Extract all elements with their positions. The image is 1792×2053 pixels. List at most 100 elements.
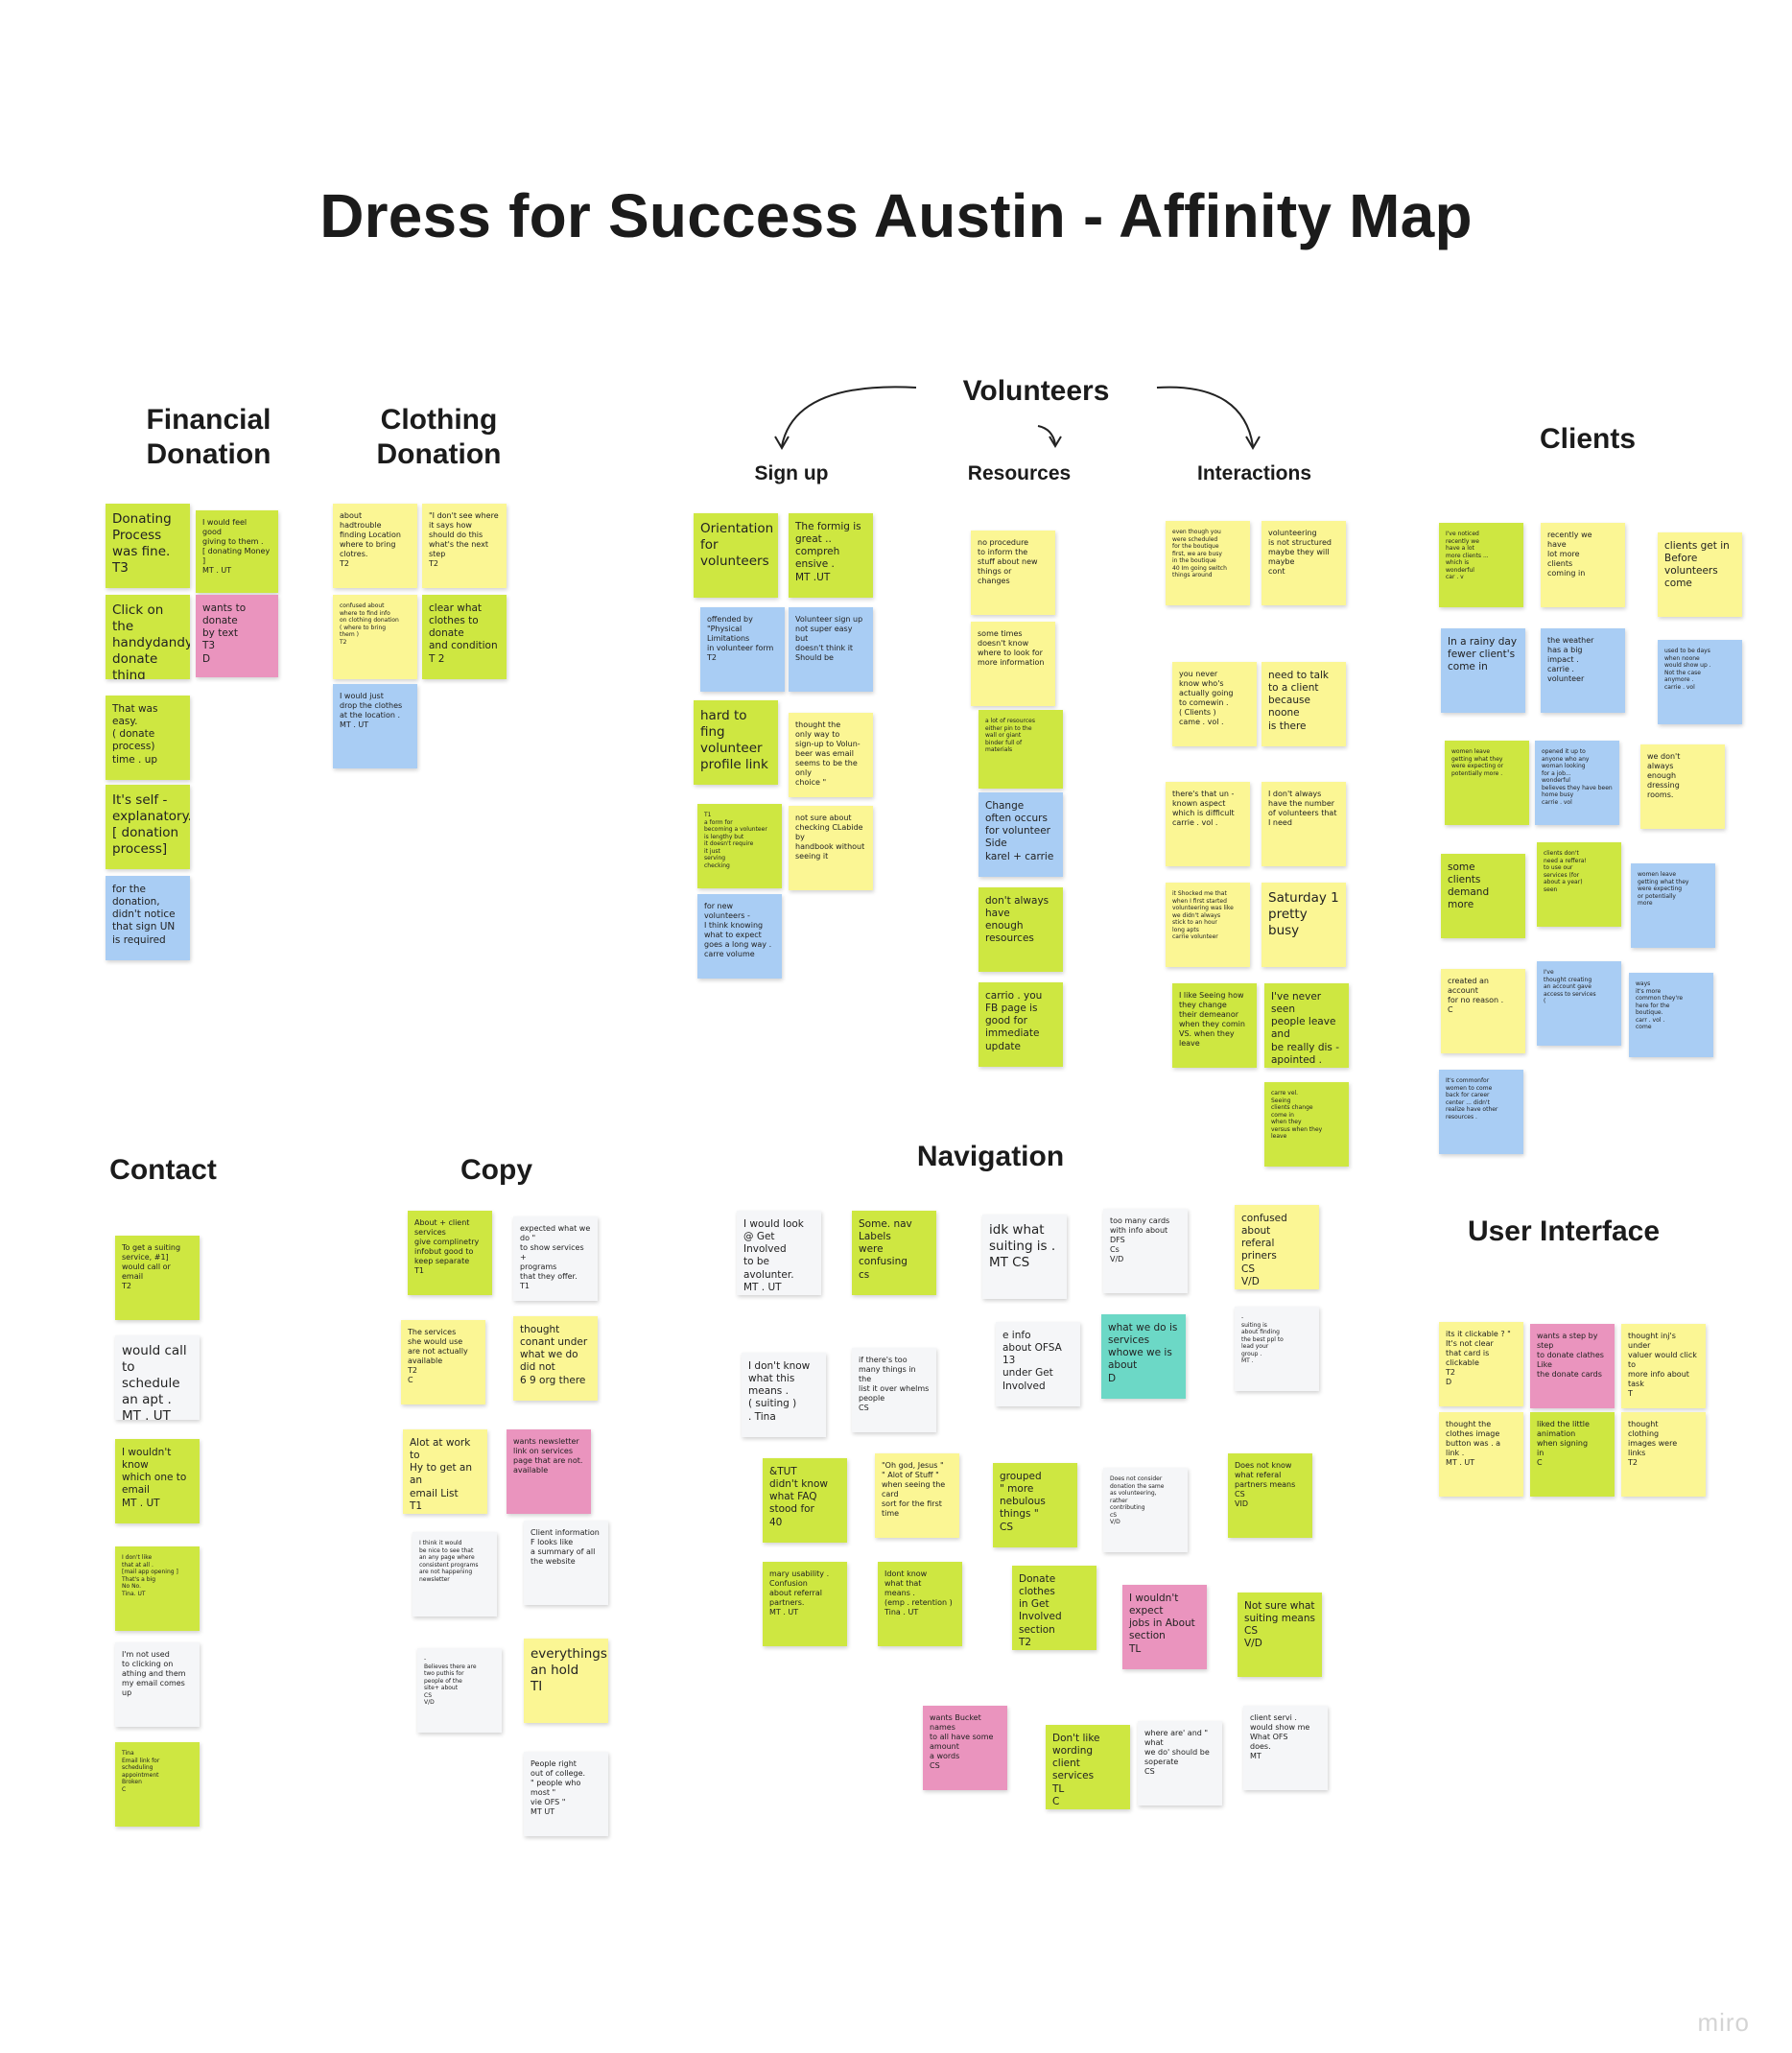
sticky-note[interactable]: volunteering is not structured maybe the… [1261,521,1346,605]
sticky-note[interactable]: for new volunteers - I think knowing wha… [697,894,782,979]
sticky-note[interactable]: thought clothing images were links T2 [1621,1412,1706,1497]
sticky-note[interactable]: I would feel good giving to them . [ don… [196,510,278,593]
sticky-note[interactable]: thought conant under what we do did not … [513,1316,598,1401]
sticky-note[interactable]: carrio . you FB page is good for immedia… [979,982,1063,1067]
sticky-note[interactable]: - suiting is about finding the best ppl … [1235,1307,1319,1391]
sticky-note[interactable]: I've thought creating an account gave ac… [1537,961,1621,1046]
sticky-note[interactable]: a lot of resources either pin to the wal… [979,710,1063,789]
sticky-note[interactable]: everythings an hold TI [524,1639,608,1723]
sticky-note[interactable]: About + client services give complinetry… [408,1211,492,1295]
sticky-note[interactable]: Does not know what referal partners mean… [1228,1453,1312,1538]
sticky-note[interactable]: Not sure what suiting means CS V/D [1238,1593,1322,1677]
sticky-note[interactable]: "Oh god, Jesus " " Alot of Stuff " when … [875,1453,959,1538]
sticky-note[interactable]: need to talk to a client because noone i… [1261,662,1346,746]
sticky-note[interactable]: some times doesn't know where to look fo… [971,622,1055,706]
sticky-note[interactable]: there's that un - known aspect which is … [1166,782,1250,866]
sticky-note[interactable]: the weather has a big impact . carrie . … [1541,628,1625,713]
sticky-note[interactable]: I would just drop the clothes at the loc… [333,684,417,768]
sticky-note[interactable]: It's self - explanatory. [ donation proc… [106,785,190,869]
sticky-note[interactable]: I think it would be nice to see that an … [413,1532,497,1616]
sticky-note[interactable]: It's commonfor women to come back for ca… [1439,1070,1523,1154]
sticky-note[interactable]: wants a step by step to donate clathes L… [1530,1324,1615,1408]
sticky-note[interactable]: Click on the handydandy donate thing tin… [106,595,190,679]
sticky-note[interactable]: about hadtrouble finding Location where … [333,504,417,588]
sticky-note[interactable]: To get a suiting service, #1] would call… [115,1236,200,1320]
sticky-note[interactable]: recently we have lot more clients coming… [1541,523,1625,607]
sticky-note[interactable]: - Believes there are two puthis for peop… [417,1648,502,1733]
sticky-note[interactable]: Volunteer sign up not super easy but doe… [789,607,873,692]
sticky-note[interactable]: I've never seen people leave and be real… [1264,983,1349,1068]
sticky-note[interactable]: Orientation for volunteers [694,513,778,598]
sticky-note[interactable]: women leave getting what they were expec… [1445,741,1529,825]
sticky-note[interactable]: Alot at work to Hy to get an an email Li… [403,1429,487,1514]
sticky-note[interactable]: wants to donate by text T3 D [196,595,278,677]
sticky-note[interactable]: women leave getting what they were expec… [1631,863,1715,948]
sticky-note[interactable]: Tina Email link for scheduling appointme… [115,1742,200,1827]
sticky-note[interactable]: not sure about checking CLabide by handb… [789,806,873,890]
sticky-note[interactable]: used to be days when noone would show up… [1658,640,1742,724]
sticky-note[interactable]: some clients demand more [1441,854,1525,938]
sticky-note[interactable]: I would look @ Get Involved to be avolun… [737,1211,821,1295]
sticky-note[interactable]: if there's too many things in the list i… [852,1348,936,1432]
sticky-note[interactable]: ways it's more common they're here for t… [1629,973,1713,1057]
sticky-note[interactable]: Does not consider donation the same as v… [1103,1468,1188,1552]
sticky-note[interactable]: The formig is great .. compreh ensive . … [789,513,873,598]
sticky-note[interactable]: would call to schedule an apt . MT . UT [115,1335,200,1420]
sticky-note[interactable]: Some. nav Labels were confusing cs [852,1211,936,1295]
sticky-note[interactable]: it Shocked me that when I first started … [1166,883,1250,967]
sticky-note[interactable]: where are' and " what we do' should be s… [1138,1721,1222,1805]
sticky-note[interactable]: Client information F looks like a summar… [524,1521,608,1605]
sticky-note[interactable]: idk what suiting is . MT CS [982,1215,1067,1299]
sticky-note[interactable]: Don't like wording client services TL C [1046,1725,1130,1809]
sticky-note[interactable]: Donating Process was fine. T3 [106,504,190,588]
sticky-note[interactable]: That was easy. ( donate process) time . … [106,696,190,780]
sticky-note[interactable]: grouped " more nebulous things " CS [993,1463,1077,1547]
sticky-note[interactable]: opened it up to anyone who any woman loo… [1535,741,1619,825]
sticky-note[interactable]: wants newsletter link on services page t… [507,1429,591,1514]
sticky-note[interactable]: confused about referal priners CS V/D [1235,1205,1319,1289]
sticky-note[interactable]: I'm not used to clicking on athing and t… [115,1642,200,1727]
sticky-note[interactable]: don't always have enough resources [979,887,1063,972]
sticky-note[interactable]: I don't know what this means . ( suiting… [742,1353,826,1437]
sticky-note[interactable]: Idont know what that means . (emp . rete… [878,1562,962,1646]
sticky-note[interactable]: The services she would use are not actua… [401,1320,485,1404]
sticky-note[interactable]: Saturday 1 pretty busy [1261,883,1346,967]
sticky-note[interactable]: clients don't need a reffera! to use our… [1537,842,1621,927]
sticky-note[interactable]: mary usability . Confusion about referra… [763,1562,847,1646]
sticky-note[interactable]: I don't always have the number of volunt… [1261,782,1346,866]
sticky-note[interactable]: I wouldn't know which one to email MT . … [115,1439,200,1523]
sticky-note[interactable]: &TUT didn't know what FAQ stood for 40 [763,1458,847,1543]
sticky-note[interactable]: no procedure to inform the stuff about n… [971,531,1055,615]
sticky-note[interactable]: In a rainy day fewer client's come in [1441,628,1525,713]
sticky-note[interactable]: even though you were scheduled for the b… [1166,521,1250,605]
sticky-note[interactable]: Change often occurs for volunteer Side k… [979,792,1063,877]
sticky-note[interactable]: confused about where to find info on clo… [333,595,417,679]
sticky-note[interactable]: what we do is services whowe we is about… [1101,1314,1186,1399]
sticky-note[interactable]: thought inj's under valuer would click t… [1621,1324,1706,1408]
sticky-note[interactable]: thought the clothes image button was . a… [1439,1412,1523,1497]
sticky-note[interactable]: thought the only way to sign-up to Volun… [789,713,873,797]
sticky-note[interactable]: expected what we do " to show services +… [513,1216,598,1301]
sticky-note[interactable]: T1 a form for becoming a volunteer is le… [697,804,782,888]
sticky-note[interactable]: I don't like that at all . [mail app ope… [115,1546,200,1631]
sticky-note[interactable]: created an account for no reason . C [1441,969,1525,1053]
sticky-note[interactable]: hard to fing volunteer profile link [694,700,778,785]
sticky-note[interactable]: I've noticed recently we have a lot more… [1439,523,1523,607]
sticky-note[interactable]: for the donation, didn't notice that sig… [106,876,190,960]
sticky-note[interactable]: "I don't see where it says how should do… [422,504,507,588]
sticky-note[interactable]: you never know who's actually going to c… [1172,662,1257,746]
sticky-note[interactable]: e info about OFSA 13 under Get Involved [996,1322,1080,1406]
sticky-note[interactable]: its it clickable ? " It's not clear that… [1439,1322,1523,1406]
sticky-note[interactable]: People right out of college. " people wh… [524,1752,608,1836]
sticky-note[interactable]: wants Bucket names to all have some amou… [923,1706,1007,1790]
sticky-note[interactable]: I wouldn't expect jobs in About section … [1122,1585,1207,1669]
sticky-note[interactable]: offended by "Physical Limitations in vol… [700,607,785,692]
sticky-note[interactable]: liked the little animation when signing … [1530,1412,1615,1497]
sticky-note[interactable]: too many cards with info about DFS Cs V/… [1103,1209,1188,1293]
sticky-note[interactable]: clear what clothes to donate and conditi… [422,595,507,679]
sticky-note[interactable]: I like Seeing how they change their deme… [1172,983,1257,1068]
sticky-note[interactable]: we don't always enough dressing rooms. [1640,744,1725,829]
sticky-note[interactable]: clients get in Before volunteers come [1658,532,1742,617]
sticky-note[interactable]: client servi . would show me What OFS do… [1243,1706,1328,1790]
sticky-note[interactable]: Donate clothes in Get Involved section T… [1012,1566,1096,1650]
